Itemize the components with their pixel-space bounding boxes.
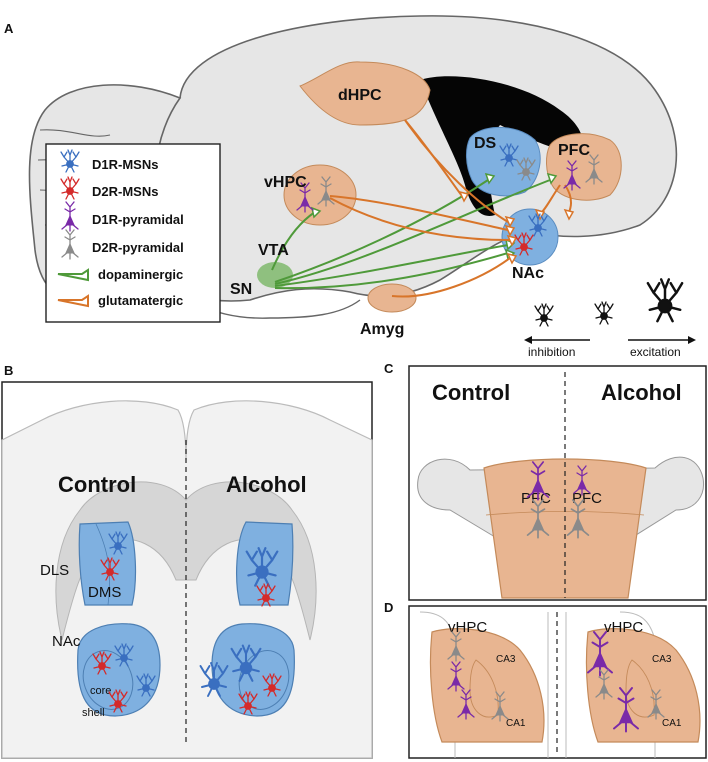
- panel-a-letter: A: [4, 21, 14, 36]
- amyg-region: [367, 283, 417, 313]
- small-neuron-icon: [534, 303, 554, 327]
- panel-b-letter: B: [4, 363, 13, 378]
- label-ca1-left: CA1: [506, 718, 526, 729]
- glutamatergic-projections: [329, 119, 572, 298]
- dopaminergic-projection-icon: [57, 268, 89, 282]
- ds-right-region: [236, 521, 294, 606]
- vhpc-region: [283, 164, 357, 226]
- medium-neuron-icon: [594, 301, 614, 325]
- nac-left-region: [77, 623, 161, 717]
- label-pfc-right: PFC: [572, 490, 602, 507]
- label-vhpc: vHPC: [264, 174, 307, 191]
- label-ca1-right: CA1: [662, 718, 682, 729]
- label-sn: SN: [230, 281, 252, 298]
- panel-c: Control Alcohol PFC PFC: [408, 365, 707, 601]
- dhpc-region: [299, 61, 431, 126]
- label-shell: shell: [82, 707, 105, 719]
- panel-b-alcohol: Alcohol: [226, 472, 307, 497]
- panel-b: Control Alcohol DLS DMS NAc core shell: [1, 381, 373, 759]
- excitation-arrow-icon: [688, 336, 696, 344]
- legend-label-d1r-msns: D1R-MSNs: [92, 157, 158, 172]
- inhibition-arrow-icon: [524, 336, 532, 344]
- panel-b-control: Control: [58, 472, 136, 497]
- label-core: core: [90, 685, 111, 697]
- label-nac: NAc: [512, 265, 544, 282]
- lateral-ventricle: [420, 76, 583, 216]
- ds-region: [466, 126, 541, 197]
- vhpc-right-region: [585, 628, 701, 743]
- panel-c-control: Control: [432, 380, 510, 405]
- panel-c-letter: C: [384, 361, 394, 376]
- label-pfc-left: PFC: [521, 490, 551, 507]
- label-pfc: PFC: [558, 142, 590, 159]
- legend-label-glutamatergic: glutamatergic: [98, 293, 183, 308]
- legend: D1R-MSNs D2R-MSNs D1R-pyramidal D2R-pyra…: [45, 143, 221, 323]
- label-amyg: Amyg: [360, 321, 404, 338]
- label-nac-b: NAc: [52, 633, 81, 650]
- activity-scale: inhibition excitation: [524, 278, 696, 359]
- glutamatergic-projection-icon: [57, 294, 89, 308]
- nac-region: [501, 208, 559, 266]
- label-vhpc-right: vHPC: [604, 619, 643, 636]
- scale-inhibition: inhibition: [528, 345, 575, 359]
- legend-label-dopaminergic: dopaminergic: [98, 267, 183, 282]
- panel-d: vHPC vHPC CA3 CA3 CA1 CA1: [408, 605, 707, 759]
- legend-label-d2r-msns: D2R-MSNs: [92, 184, 158, 199]
- legend-label-d2r-pyramidal: D2R-pyramidal: [92, 240, 184, 255]
- label-ca3-left: CA3: [496, 654, 516, 665]
- large-neuron-icon: [646, 278, 684, 323]
- vhpc-left-region: [429, 628, 545, 743]
- panel-c-alcohol: Alcohol: [601, 380, 682, 405]
- panel-a: dHPC DS PFC vHPC VTA SN NAc Amyg D1R-MSN…: [28, 15, 696, 359]
- scale-excitation: excitation: [630, 345, 681, 359]
- label-dms: DMS: [88, 584, 121, 601]
- glutamatergic-terminals: [458, 190, 575, 265]
- label-vta: VTA: [258, 242, 289, 259]
- legend-label-d1r-pyramidal: D1R-pyramidal: [92, 212, 184, 227]
- label-ds: DS: [474, 135, 497, 152]
- panel-d-letter: D: [384, 600, 393, 615]
- label-ca3-right: CA3: [652, 654, 672, 665]
- label-vhpc-left: vHPC: [448, 619, 487, 636]
- label-dhpc: dHPC: [338, 87, 382, 104]
- label-dls: DLS: [40, 562, 69, 579]
